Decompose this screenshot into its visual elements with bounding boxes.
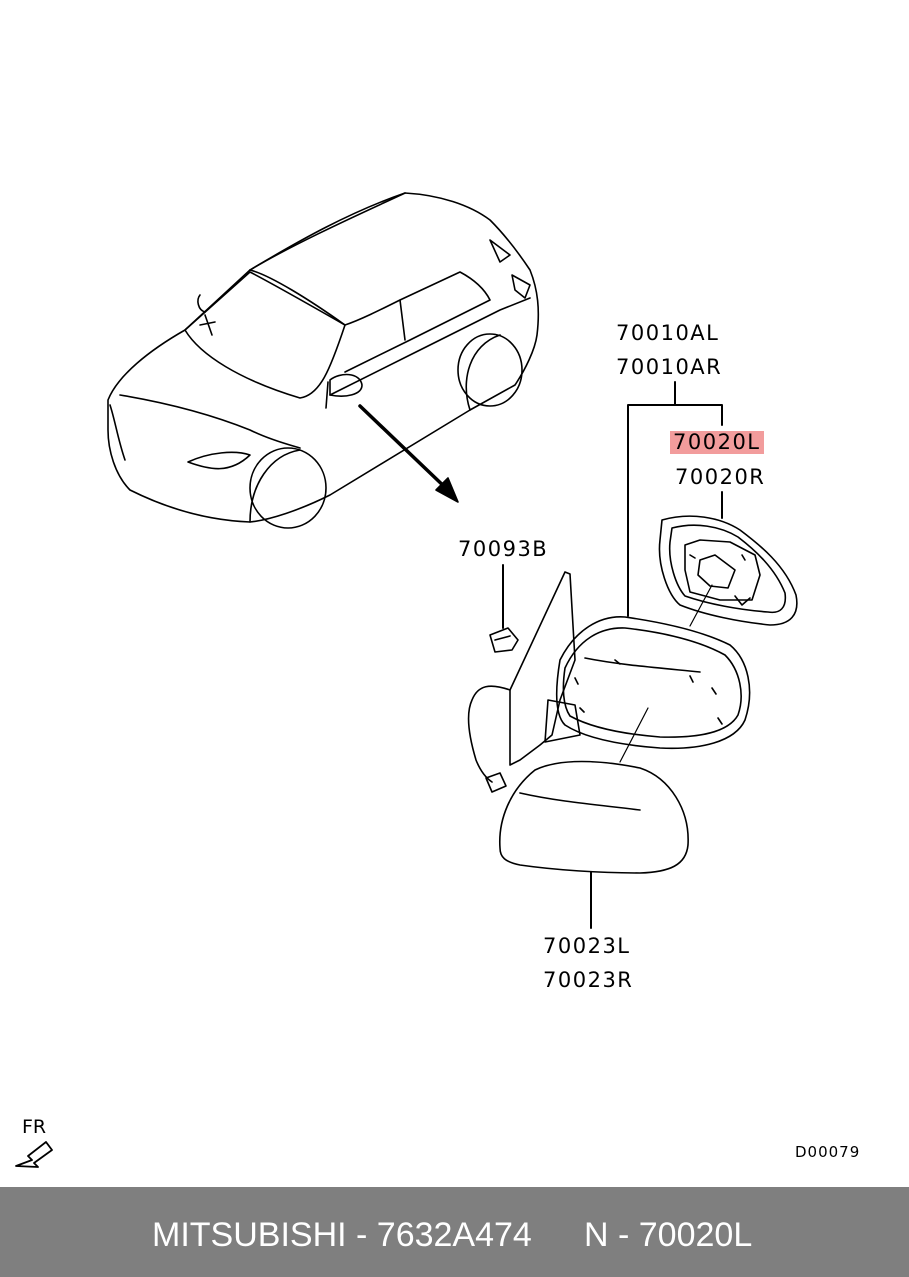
leader-lines [590, 381, 723, 929]
mirror-glass [658, 515, 798, 627]
label-assembly-left: 70010AL [616, 321, 720, 345]
label-mirror-left-highlighted[interactable]: 70020L [670, 431, 764, 454]
drawing-code: D00079 [795, 1143, 861, 1161]
label-mirror-right: 70020R [675, 465, 766, 489]
footer-brand-part-number: MITSUBISHI - 7632A474 [152, 1216, 532, 1254]
label-screw: 70093B [458, 537, 549, 561]
footer-part-reference: N - 70020L [584, 1216, 753, 1254]
car-illustration [107, 192, 540, 529]
pointer-arrow [358, 404, 459, 503]
footer-bar: MITSUBISHI - 7632A474 N - 70020L [0, 1187, 909, 1277]
label-cover-right: 70023R [543, 968, 634, 992]
mirror-cover [499, 760, 689, 874]
front-direction-arrow-icon [15, 1141, 53, 1168]
wiring-harness [467, 685, 511, 793]
screw-part [489, 564, 519, 653]
label-assembly-right: 70010AR [616, 355, 723, 379]
mirror-housing [509, 571, 751, 766]
label-cover-left: 70023L [543, 934, 631, 958]
direction-label: FR [22, 1116, 47, 1138]
parts-diagram [15, 192, 798, 1168]
